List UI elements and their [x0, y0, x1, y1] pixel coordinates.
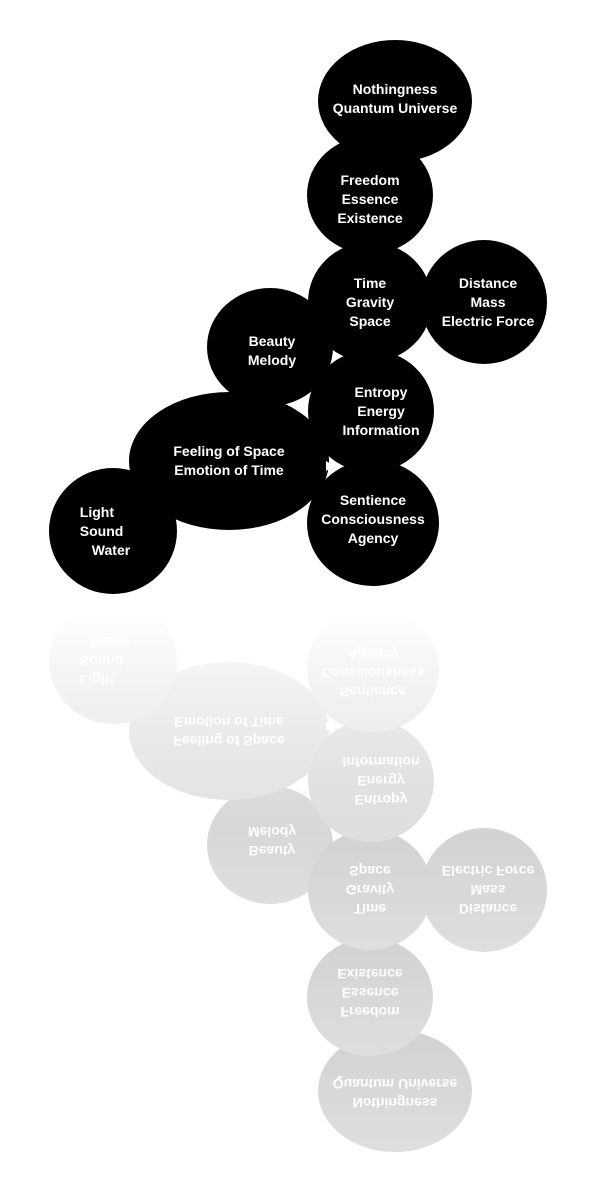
bubble-nothingness-label: Nothingness Quantum Universe: [333, 80, 457, 118]
bubble-nothingness: Nothingness Quantum Universe: [318, 1030, 472, 1152]
bubble-nothingness-line: Quantum Universe: [332, 100, 458, 116]
bubble-entropy: Entropy Energy Information: [308, 350, 434, 472]
bubble-sentience: Sentience Consciousness Agency: [307, 606, 439, 732]
bubble-beauty-label: Beauty Melody: [248, 822, 296, 860]
bubble-sentience-line: Consciousness: [321, 510, 425, 527]
bubble-freedom: Freedom Essence Existence: [307, 136, 433, 254]
bubble-beauty-line: Melody: [247, 824, 297, 840]
bubble-sentience-label: Sentience Consciousness Agency: [321, 645, 424, 702]
bubble-freedom-line: Freedom: [340, 171, 400, 188]
bubble-feeling-line: Feeling of Space: [173, 443, 285, 459]
bubble-entropy-line: Information: [342, 421, 420, 438]
bubble-distance-line: Mass: [470, 293, 506, 310]
bubble-time-line: Gravity: [345, 882, 395, 899]
bubble-feeling-line: Emotion of Time: [174, 714, 284, 730]
arrow-left-icon: [296, 405, 304, 415]
bubble-distance-line: Distance: [458, 274, 518, 291]
bubble-nothingness-line: Quantum Universe: [332, 1076, 458, 1092]
bubble-distance-line: Mass: [470, 882, 506, 899]
bubble-feeling-label: Feeling of Space Emotion of Time: [173, 712, 284, 750]
bubble-distance-label: Distance Mass Electric Force: [442, 862, 535, 919]
bubble-freedom: Freedom Essence Existence: [307, 938, 433, 1056]
bubble-beauty-label: Beauty Melody: [248, 332, 296, 370]
arrow-right-icon: [326, 461, 334, 471]
bubble-light-line: Light: [79, 503, 115, 520]
bubble-freedom-line: Essence: [341, 985, 399, 1002]
bubble-time-line: Gravity: [345, 293, 395, 310]
bubble-entropy-line: Entropy: [354, 792, 408, 809]
bubble-nothingness-line: Nothingness: [352, 81, 438, 97]
bubble-entropy-line: Energy: [357, 773, 405, 790]
bubble-distance-line: Distance: [458, 901, 518, 918]
bubble-time-line: Space: [349, 312, 391, 329]
bubble-distance: Distance Mass Electric Force: [421, 828, 547, 952]
bubble-sentience-line: Agency: [347, 529, 399, 546]
bubble-light: Light Sound Water: [49, 598, 177, 724]
bubble-light-line: Sound: [79, 653, 124, 670]
arrow-right-icon: [326, 721, 334, 731]
bubble-time: Time Gravity Space: [308, 242, 432, 362]
bubble-freedom-line: Essence: [341, 190, 399, 207]
bubble-freedom-line: Freedom: [340, 1004, 400, 1021]
bubble-sentience-line: Consciousness: [321, 665, 425, 682]
arrow-right-icon: [333, 351, 341, 361]
bubble-light-line: Sound: [79, 522, 124, 539]
bubble-time-label: Time Gravity Space: [346, 862, 394, 919]
bubble-light-line: Light: [79, 672, 115, 689]
bubble-freedom-label: Freedom Essence Existence: [337, 965, 402, 1022]
bubble-entropy-label: Entropy Energy Information: [343, 753, 420, 810]
bubble-entropy-line: Energy: [357, 402, 405, 419]
arrow-left-icon: [296, 777, 304, 787]
bubble-time-label: Time Gravity Space: [346, 274, 394, 331]
bubble-sentience-label: Sentience Consciousness Agency: [321, 491, 424, 548]
bubble-sentience-line: Sentience: [339, 491, 407, 508]
bubble-entropy-line: Information: [342, 754, 420, 771]
bubble-diagram: Nothingness Quantum Universe Freedom Ess…: [49, 40, 547, 1152]
bubble-beauty-line: Beauty: [248, 843, 296, 859]
bubble-feeling-label: Feeling of Space Emotion of Time: [173, 442, 284, 480]
bubble-sentience-line: Agency: [347, 646, 399, 663]
bubble-freedom-label: Freedom Essence Existence: [337, 171, 402, 228]
bubble-light-label: Light Sound Water: [80, 503, 130, 560]
bubble-distance-label: Distance Mass Electric Force: [442, 274, 535, 331]
bubble-distance-line: Electric Force: [441, 312, 535, 329]
bubble-sentience-line: Sentience: [339, 684, 407, 701]
bubble-beauty-line: Melody: [247, 352, 297, 368]
bubble-time-line: Time: [353, 901, 387, 918]
bubble-light-label: Light Sound Water: [80, 633, 130, 690]
bubble-light-line: Water: [91, 634, 131, 651]
bubble-entropy-label: Entropy Energy Information: [343, 383, 420, 440]
bubble-feeling-line: Emotion of Time: [174, 462, 284, 478]
bubble-light: Light Sound Water: [49, 468, 177, 594]
bubble-nothingness-label: Nothingness Quantum Universe: [333, 1074, 457, 1112]
bubble-distance: Distance Mass Electric Force: [421, 240, 547, 364]
arrow-right-icon: [333, 831, 341, 841]
bubble-beauty-line: Beauty: [248, 333, 296, 349]
bubble-light-line: Water: [91, 541, 131, 558]
bubble-feeling-line: Feeling of Space: [173, 733, 285, 749]
bubble-nothingness-line: Nothingness: [352, 1095, 438, 1111]
bubble-time: Time Gravity Space: [308, 830, 432, 950]
bubble-entropy: Entropy Energy Information: [308, 720, 434, 842]
bubble-entropy-line: Entropy: [354, 383, 408, 400]
bubble-sentience: Sentience Consciousness Agency: [307, 460, 439, 586]
bubble-freedom-line: Existence: [337, 966, 403, 983]
bubble-feeling: Feeling of Space Emotion of Time: [129, 662, 329, 800]
bubble-beauty: Beauty Melody: [207, 786, 333, 904]
bubble-time-line: Time: [353, 274, 387, 291]
bubble-freedom-line: Existence: [337, 209, 403, 226]
